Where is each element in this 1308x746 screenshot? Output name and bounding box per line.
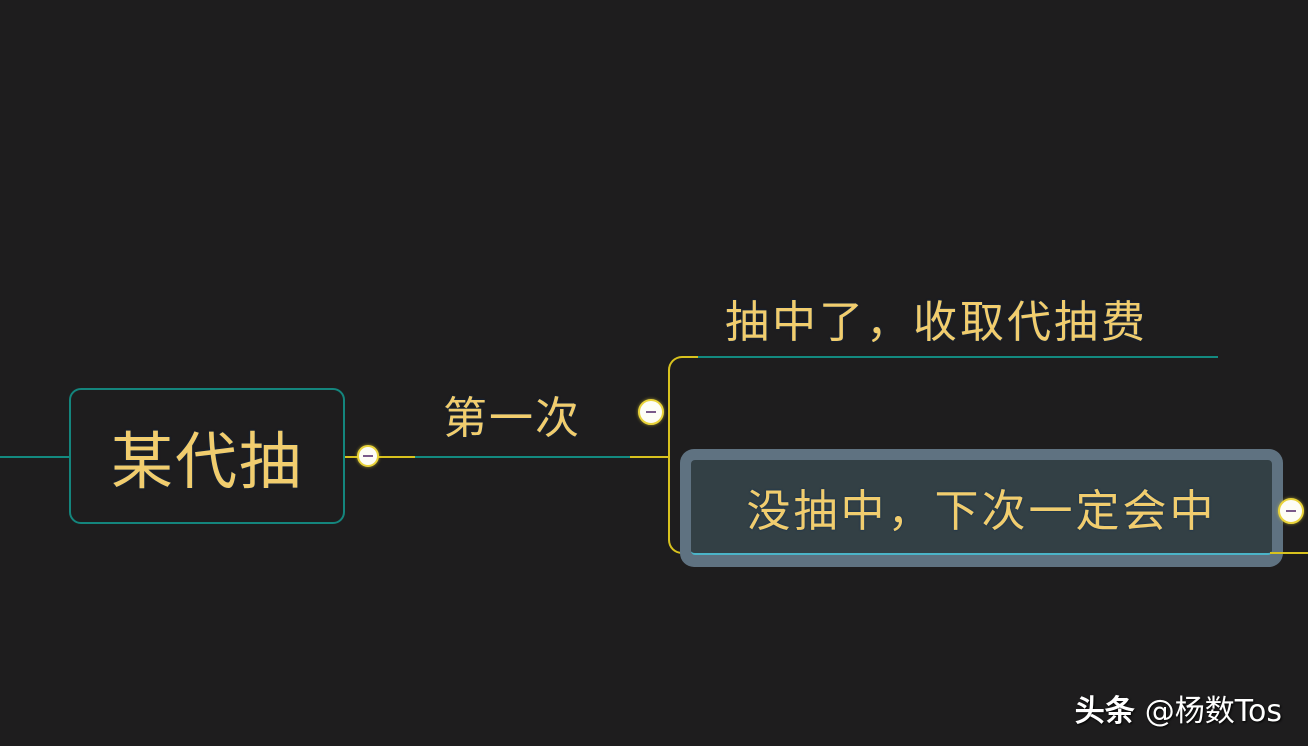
child-topic-label-miss: 没抽中，下次一定会中: [746, 485, 1217, 537]
branch-underline-connector: [415, 456, 630, 458]
child-hit-underline: [698, 356, 1218, 358]
root-incoming-connector: [0, 456, 69, 458]
minus-icon: [363, 455, 373, 457]
branch-connector-stub: [630, 456, 670, 458]
branch-collapse-button[interactable]: [638, 399, 664, 425]
minus-icon: [646, 411, 656, 413]
watermark-handle: @杨数Tos: [1144, 694, 1282, 729]
child-miss-outgoing-connector: [1270, 552, 1308, 554]
child-topic-node-miss[interactable]: 没抽中，下次一定会中: [691, 460, 1272, 555]
root-topic-label: 某代抽: [110, 425, 303, 498]
root-topic-node[interactable]: 某代抽: [69, 388, 345, 524]
watermark: 头条 @杨数Tos: [1075, 686, 1282, 730]
root-connector-stub: [345, 456, 415, 458]
child-topic-label-hit[interactable]: 抽中了，收取代抽费: [725, 297, 1148, 348]
child-miss-collapse-button[interactable]: [1278, 498, 1304, 524]
watermark-brand: 头条: [1074, 694, 1135, 729]
minus-icon: [1286, 510, 1296, 512]
root-collapse-button[interactable]: [357, 445, 379, 467]
branch-topic-label[interactable]: 第一次: [443, 393, 581, 444]
